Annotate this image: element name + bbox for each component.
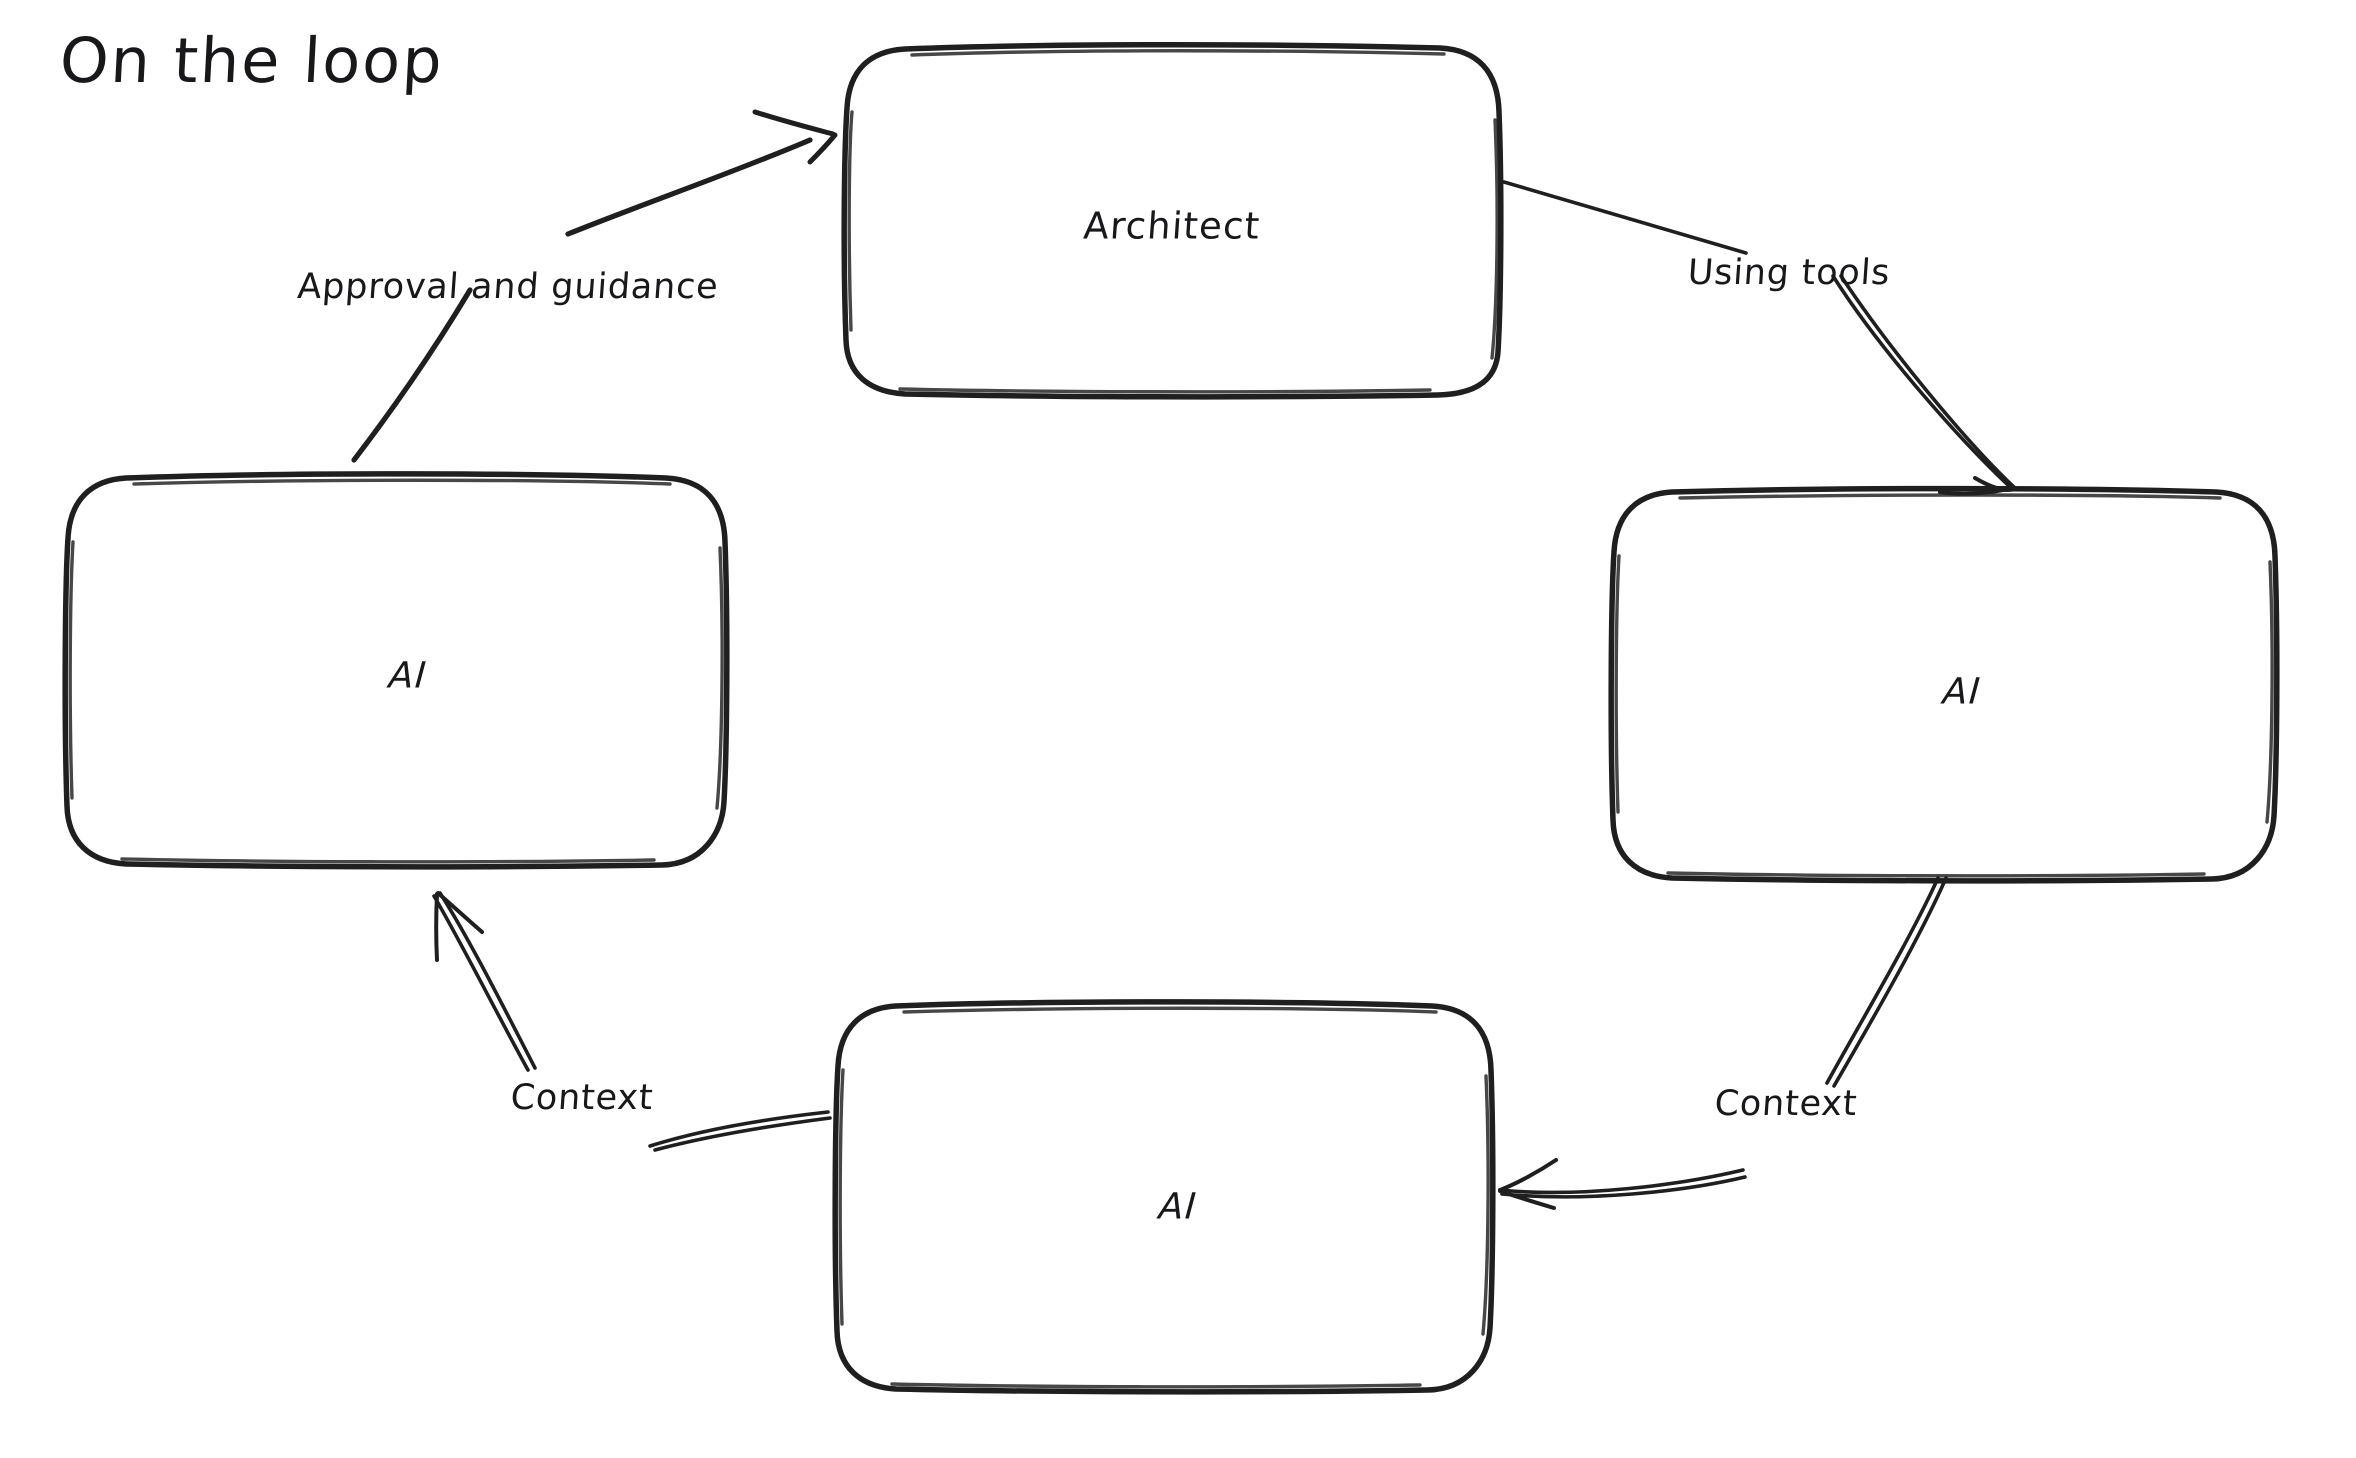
edge-approval-arrow[interactable]	[351, 109, 838, 463]
page-title: On the loop	[58, 24, 446, 97]
node-label-ai-bottom: AI	[1157, 1186, 1199, 1228]
node-label-architect: Architect	[1082, 204, 1262, 248]
edge-using-tools-arrow[interactable]	[1502, 180, 2018, 496]
edge-context-left-arrow[interactable]	[432, 891, 832, 1152]
node-label-ai-right: AI	[1941, 671, 1983, 713]
ai-left-box-shape[interactable]	[62, 471, 730, 870]
edge-label-approval-and-guidance: Approval and guidance	[296, 267, 720, 307]
edge-label-context-left: Context	[509, 1078, 655, 1118]
node-label-ai-left: AI	[387, 655, 429, 697]
edge-context-right-arrow[interactable]	[1498, 876, 1948, 1210]
edge-label-context-right: Context	[1713, 1084, 1859, 1124]
ai-bottom-box-shape[interactable]	[832, 999, 1496, 1395]
architect-box-shape[interactable]	[841, 42, 1504, 400]
edge-label-using-tools: Using tools	[1686, 253, 1892, 293]
